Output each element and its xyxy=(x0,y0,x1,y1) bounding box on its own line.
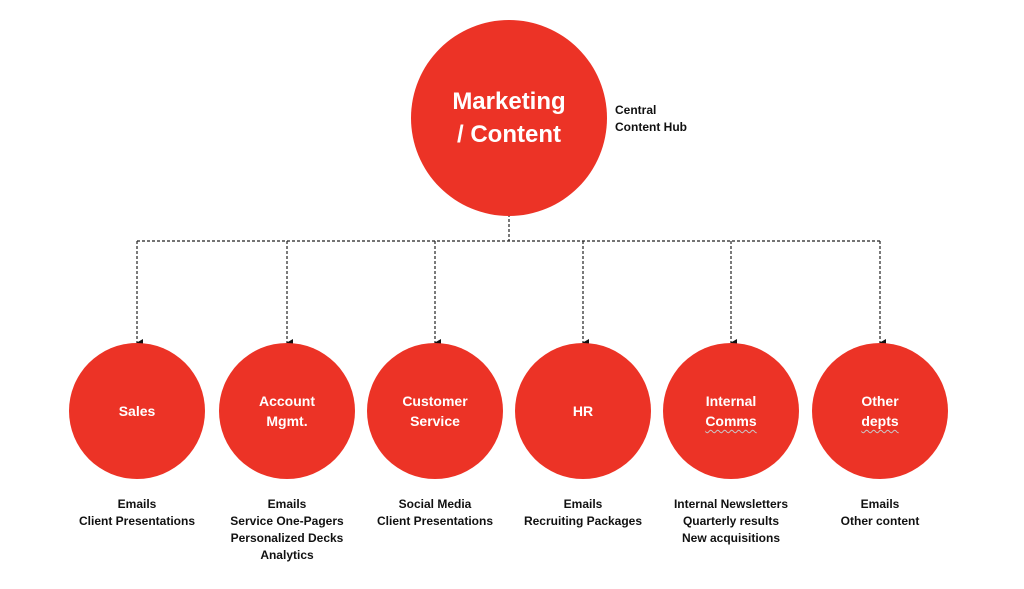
hr-node: HR xyxy=(515,343,651,479)
node-label: HR xyxy=(572,403,594,419)
marketing-content-hub-node: Marketing / Content xyxy=(411,20,607,216)
content-item: Emails xyxy=(117,497,157,511)
sales-node: Sales xyxy=(69,343,205,479)
customer-service-content-list: Social Media Client Presentations xyxy=(345,496,525,530)
node-label: Comms xyxy=(705,413,757,429)
node-label: Sales xyxy=(118,403,156,419)
account-mgmt-content-list: Emails Service One-Pagers Personalized D… xyxy=(197,496,377,564)
node-label: depts xyxy=(861,413,899,429)
node-label: Internal xyxy=(705,393,757,409)
customer-service-node: Customer Service xyxy=(367,343,503,479)
node-label: Other xyxy=(861,393,899,409)
content-item: Analytics xyxy=(260,548,314,562)
content-item: Emails xyxy=(563,497,603,511)
node-label: Customer xyxy=(402,393,468,409)
internal-comms-content-list: Internal Newsletters Quarterly results N… xyxy=(641,496,821,547)
node-label: Mgmt. xyxy=(266,413,308,429)
node-label: Service xyxy=(410,413,460,429)
content-item: Client Presentations xyxy=(78,514,196,528)
node-label: Account xyxy=(259,393,315,409)
hub-caption-line: Central xyxy=(615,103,657,117)
content-item: Quarterly results xyxy=(682,514,780,528)
account-mgmt-node: Account Mgmt. xyxy=(219,343,355,479)
content-item: Personalized Decks xyxy=(230,531,344,545)
hr-content-list: Emails Recruiting Packages xyxy=(493,496,673,530)
hub-title-line: Marketing xyxy=(452,88,566,115)
content-item: Client Presentations xyxy=(376,514,494,528)
content-item: New acquisitions xyxy=(681,531,781,545)
content-item: Social Media xyxy=(398,497,472,511)
content-item: Other content xyxy=(840,514,920,528)
sales-content-list: Emails Client Presentations xyxy=(47,496,227,530)
content-item: Emails xyxy=(860,497,900,511)
hub-title-line: / Content xyxy=(457,121,561,148)
content-item: Internal Newsletters xyxy=(673,497,789,511)
content-item: Service One-Pagers xyxy=(230,514,344,528)
content-item: Emails xyxy=(267,497,307,511)
content-item: Recruiting Packages xyxy=(523,514,643,528)
other-depts-content-list: Emails Other content xyxy=(790,496,970,530)
hub-caption: Central Content Hub xyxy=(615,102,687,136)
other-depts-node: Other depts xyxy=(812,343,948,479)
internal-comms-node: Internal Comms xyxy=(663,343,799,479)
hub-caption-line: Content Hub xyxy=(615,120,687,134)
